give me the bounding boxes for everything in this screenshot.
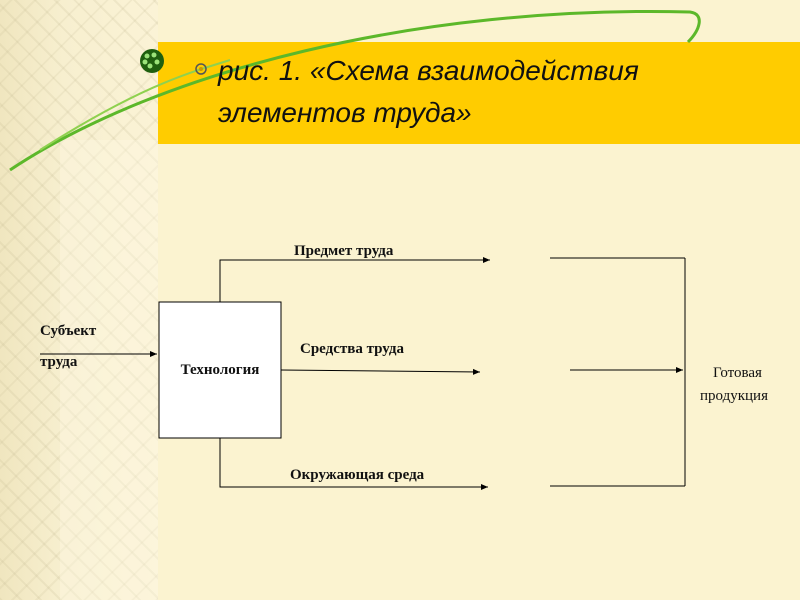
title-band [158,42,800,144]
technology-label: Технология [180,361,260,378]
bullet-icon [195,63,207,75]
product-label-line2: продукция [700,388,768,404]
title-line-1: рис. 1. «Схема взаимодействия [218,55,639,86]
environment-label: Окружающая среда [290,467,425,483]
green-orb-icon [140,49,164,73]
means-arrow [280,368,481,375]
object-branch-line [219,259,490,302]
title-line-2: элементов труда» [218,97,472,128]
slide-title: рис. 1. «Схема взаимодействия элементов … [218,50,778,134]
subject-label-line1: Субъект [40,323,97,339]
environment-branch-line [219,438,488,488]
object-of-labor-label: Предмет труда [294,243,394,259]
means-of-labor-label: Средства труда [300,341,404,357]
product-label-line1: Готовая [713,365,762,381]
subject-label-line2: труда [40,354,78,370]
background-texture [0,0,158,600]
